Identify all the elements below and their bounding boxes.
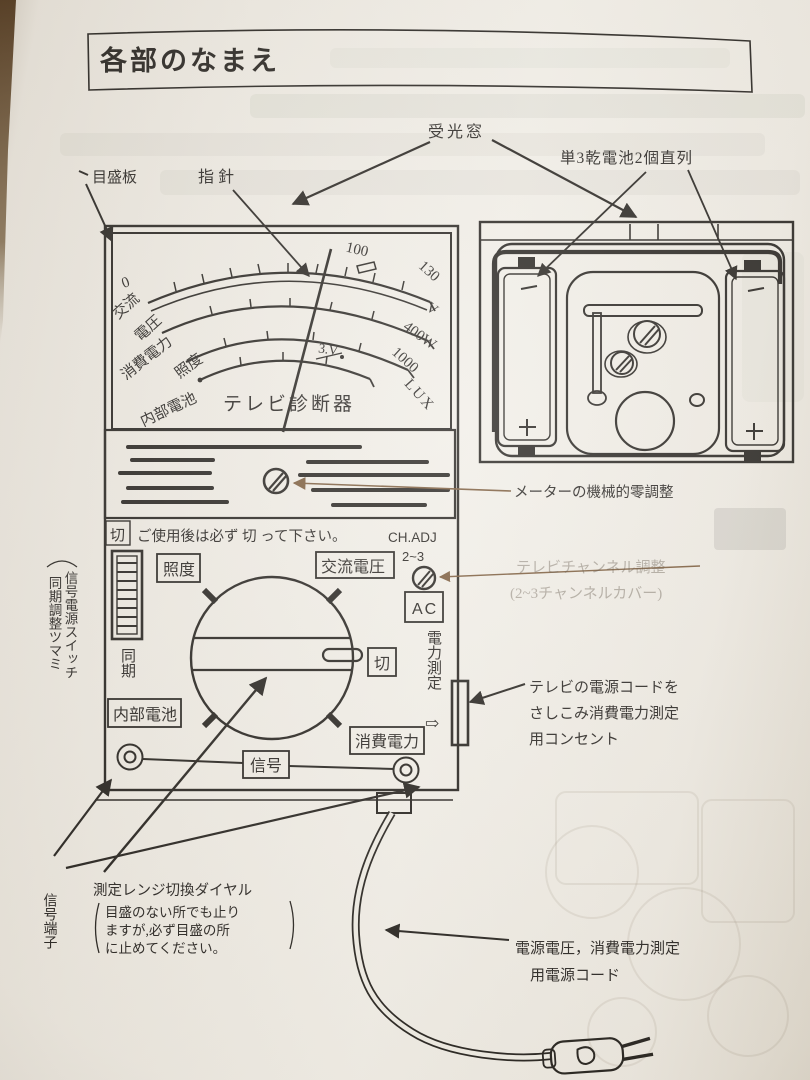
channel-adjust-screw-icon: [411, 565, 437, 591]
power-measure-arrow: ⇨: [425, 714, 439, 733]
label-signal-terminal: 信号端子: [42, 893, 58, 949]
label-dial-note-3: に止めてください。: [105, 941, 226, 956]
row-ac-1: 交流: [109, 289, 143, 322]
page-title: 各部のなまえ: [99, 45, 280, 76]
pos-battery: 内部電池: [113, 706, 177, 724]
dial-position-labels: 照度 交流電圧 切 内部電池 消費電力 信号: [107, 551, 425, 779]
row-battery: 内部電池: [138, 389, 200, 430]
label-battery-series: 単3乾電池2個直列: [560, 149, 693, 167]
scale-plate-tick: [78, 170, 89, 176]
pos-illuminance: 照度: [163, 561, 195, 579]
scale-zero: 0: [120, 274, 133, 292]
ch-adj-label: CH.ADJ: [388, 530, 437, 545]
label-dial-title: 測定レンジ切換ダイヤル: [93, 882, 252, 899]
battery-right: [724, 260, 786, 462]
back-panel: [478, 220, 795, 464]
scale-unit-lux: LUX: [401, 376, 438, 414]
label-zero-adjust: メーターの機械的零調整: [514, 484, 674, 501]
label-scale-plate: 目盛板: [92, 168, 137, 186]
callout-line-battery-right: [687, 169, 738, 281]
label-outlet-3: 用コンセント: [529, 732, 619, 748]
header-box: [87, 29, 753, 93]
callout-line-light-window-left: [291, 140, 431, 206]
label-cord-1: 電源電圧，消費電力測定: [515, 940, 680, 957]
signal-terminals: [116, 743, 420, 784]
page-edge-shadow: [0, 0, 16, 345]
power-outlet: [450, 679, 470, 747]
device-name: テレビ診断器: [223, 393, 355, 415]
front-panel: 0 100 130 V 400W 3.V 1000 LUX 交流 電圧 消費電力…: [95, 224, 470, 814]
label-switch-knob-2: 同期調整ツマミ: [47, 576, 63, 671]
callout-line-scale-plate: [85, 183, 114, 243]
label-channel-adjust: テレビチャンネル調整: [516, 559, 666, 576]
scale-1000: 1000: [388, 344, 421, 376]
power-cord: [351, 810, 654, 1075]
callout-line-terminal-right: [65, 782, 421, 870]
ac-box-outline: [404, 591, 444, 623]
zero-adjust-screw-icon: [262, 467, 290, 495]
pos-off: 切: [374, 655, 390, 673]
label-channel-cover: (2~3チャンネルカバー): [510, 585, 662, 602]
scale-100: 100: [344, 240, 370, 261]
off-box-label: 切: [110, 528, 125, 544]
label-light-window: 受光窓: [428, 123, 485, 141]
callout-line-range-dial: [103, 676, 268, 873]
power-measure-label: 電力測定: [425, 630, 442, 691]
label-switch-knob-1: 信号電源スイッチ: [63, 571, 79, 680]
label-pointer: 指 針: [198, 168, 234, 186]
header: 各部のなまえ: [87, 29, 753, 93]
meter-row-labels: 交流 電圧 消費電力 照度 内部電池: [109, 289, 206, 430]
off-notice: ご使用後は必ず 切 って下さい。: [137, 528, 347, 545]
meter-needle: [281, 248, 333, 433]
ac-label: AC: [412, 601, 438, 618]
front-panel-outline: [103, 224, 460, 792]
range-dial: [189, 575, 364, 741]
meter-mechanism: [565, 270, 721, 456]
scale-100-marker: [356, 261, 377, 274]
label-dial-note-2: ますが,必ず目盛の所: [105, 923, 230, 938]
sync-label: 同期: [119, 648, 136, 679]
label-dial-note-1: 目盛のない所でも止り: [105, 905, 240, 920]
callout-line-zero-adjust: [292, 477, 512, 492]
label-outlet-2: さしこみ消費電力測定: [529, 705, 679, 722]
dial-note-parens: [94, 900, 295, 954]
label-outlet-1: テレビの電源コードを: [529, 679, 679, 696]
bleed-through-ghosts: [60, 48, 805, 1067]
callout-line-terminal-left: [53, 778, 112, 857]
callout-line-cord: [384, 923, 510, 941]
meter-scales: [147, 261, 436, 388]
callout-line-channel-adjust: [438, 565, 701, 583]
power-plug-icon: [541, 1036, 654, 1075]
pos-ac-voltage: 交流電圧: [321, 558, 385, 576]
scale-unit-v: V: [423, 299, 441, 318]
switch-knob-brace: [46, 560, 78, 568]
pos-power: 消費電力: [355, 733, 419, 751]
off-box-outline: [105, 520, 131, 546]
scale-3v: 3.V: [317, 340, 339, 358]
pos-signal: 信号: [250, 757, 282, 775]
label-cord-2: 用電源コード: [530, 967, 620, 984]
speaker-grille: [103, 428, 457, 520]
callout-line-outlet: [468, 683, 526, 705]
battery-wire: [491, 249, 783, 432]
sync-slider-switch: [110, 549, 144, 641]
callout-line-battery-left: [537, 171, 647, 277]
battery-left: [496, 257, 558, 457]
ch-adj-range: 2~3: [402, 549, 424, 564]
scale-130: 130: [415, 258, 442, 285]
back-panel-outline: [478, 220, 795, 464]
